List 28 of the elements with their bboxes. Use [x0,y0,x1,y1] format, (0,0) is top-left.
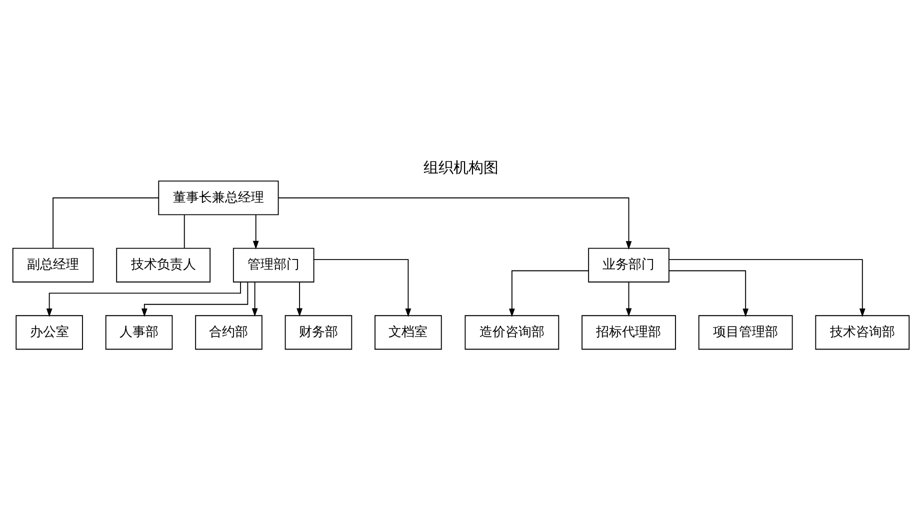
node-box: 造价咨询部 [464,315,560,350]
arrow [252,214,259,250]
node-box: 财务部 [284,315,352,350]
node-box: 董事长兼总经理 [158,180,279,216]
node-box: 副总经理 [12,248,94,282]
node-box: 管理部门 [232,248,314,282]
node-box: 人事部 [105,315,173,350]
arrow [252,282,258,317]
node-box: 业务部门 [588,248,670,282]
connector [52,197,159,249]
node-box: 办公室 [16,315,83,350]
arrow [668,259,866,317]
arrow [296,282,302,317]
diagram-title: 组织机构图 [424,158,498,176]
node-box: 合约部 [195,315,262,350]
node-box: 招标代理部 [582,315,676,350]
arrow [668,270,749,317]
arrow [626,282,632,317]
node-box: 技术咨询部 [815,315,910,350]
arrow [278,197,632,250]
arrow [141,282,248,317]
connector [184,214,185,248]
node-box: 项目管理部 [698,315,793,350]
node-box: 文档室 [374,315,442,350]
arrow [314,259,412,317]
arrow [508,270,590,317]
node-box: 技术负责人 [116,248,211,282]
arrow [46,282,242,317]
